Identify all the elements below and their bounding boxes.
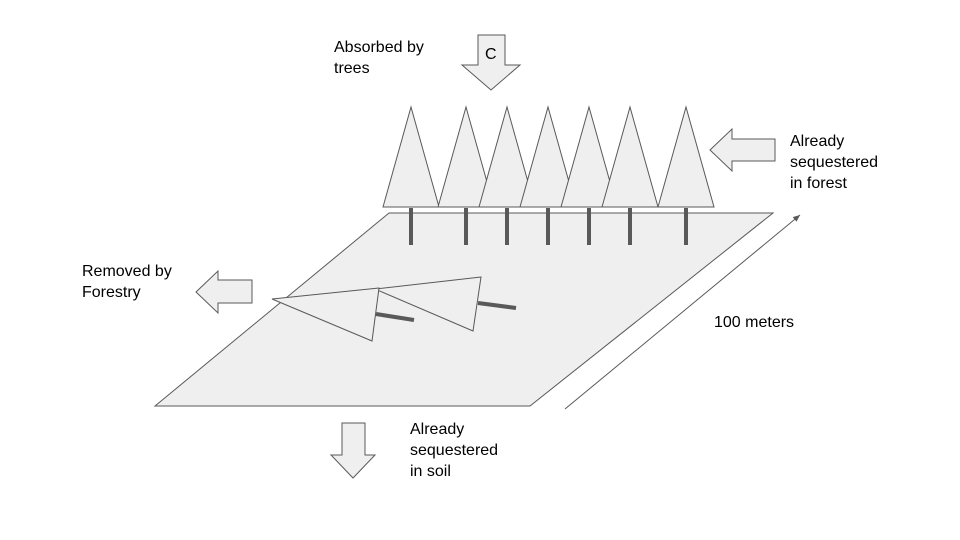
fallen-tree-canopy <box>271 287 380 342</box>
carbon-absorbed-arrow <box>460 34 522 91</box>
distance-label: 100 meters <box>714 314 795 331</box>
soil-sequestered-arrow <box>329 422 377 479</box>
fallen-tree-trunk <box>375 312 415 322</box>
removed-by-forestry-label: Removed by Forestry <box>82 263 172 301</box>
forest-sequestered-arrow <box>709 127 776 173</box>
carbon-arrow-label: C <box>485 46 497 63</box>
standing-tree-canopy <box>437 105 495 208</box>
fallen-tree-canopy <box>373 276 482 332</box>
distance-measure-arrow <box>564 214 801 410</box>
standing-tree-canopy <box>478 105 536 208</box>
standing-tree-canopy <box>560 105 618 208</box>
standing-tree-canopy <box>601 105 659 208</box>
fallen-tree-trunk <box>477 301 517 310</box>
standing-tree-canopy <box>657 105 715 208</box>
standing-tree-canopy <box>519 105 577 208</box>
standing-tree-canopy <box>382 105 440 208</box>
absorbed-by-trees-label: Absorbed by trees <box>334 39 424 77</box>
sequestered-in-forest-label: Already sequestered in forest <box>790 133 879 192</box>
forestry-removed-arrow <box>195 269 253 315</box>
sequestered-in-soil-label: Already sequestered in soil <box>410 421 499 480</box>
